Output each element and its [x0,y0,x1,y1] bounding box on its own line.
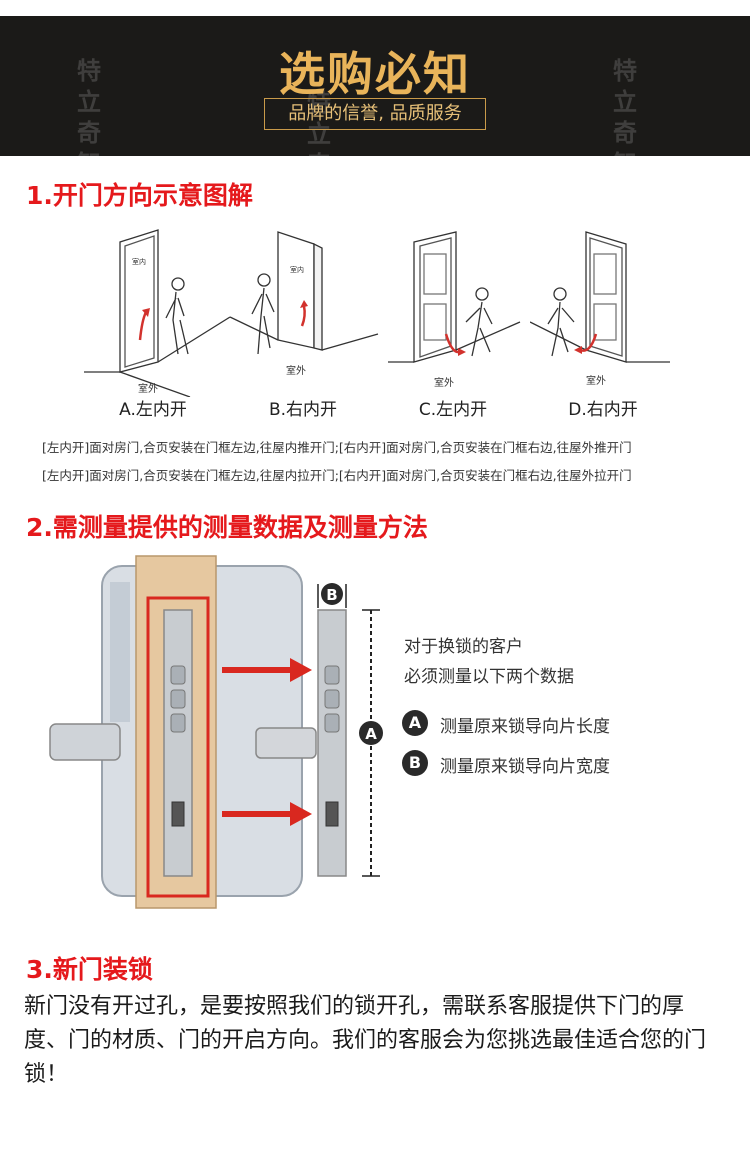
measure-b-text: 测量原来锁导向片宽度 [440,757,610,777]
highlight-box [146,596,210,898]
door-label-b: B.右内开 [268,400,338,420]
measure-b-icon: B [402,750,428,776]
room-in-label-b: 室内 [290,265,304,274]
room-out-label-b: 室外 [286,364,306,377]
page-subtitle: 品牌的信誉, 品质服务 [264,98,486,130]
door-diagram-a: 室内 室外 [84,229,230,397]
room-out-label-c: 室外 [434,376,454,389]
section3-title: 3.新门装锁 [26,955,153,984]
door-label-c: C.左内开 [418,400,488,420]
door-label-d: D.右内开 [568,400,638,420]
room-out-label-a: 室外 [138,382,158,395]
dimension-b-marker [321,583,343,605]
dimension-a-label: A [365,725,377,743]
dimension-a-marker [359,721,383,745]
watermark-center: 特立奇智 [307,89,331,210]
room-out-label-d: 室外 [586,374,606,387]
watermark-right: 特立奇智 [613,57,637,178]
page-title: 选购必知 [279,47,471,101]
handle-left [49,723,121,761]
watermark-left: 特立奇智 [77,57,101,178]
faceplate-standalone [317,609,347,877]
note-line2: 必须测量以下两个数据 [404,667,574,687]
lock-body-edge [110,582,130,722]
door-label-a: A.左内开 [119,400,187,420]
top-strip [0,0,750,17]
note-line1: 对于换锁的客户 [404,637,523,657]
door-diagram-b: 室内 室外 [230,231,379,377]
section2-title: 2.需测量提供的测量数据及测量方法 [26,513,428,542]
dimension-b-label: B [326,586,337,604]
door-diagram-c: 室外 [388,231,521,389]
door-diagram-d: 室外 [530,231,670,387]
faceplate-installed [163,609,193,877]
measure-a-text: 测量原来锁导向片长度 [440,717,610,737]
lock-measurement-diagram: B A [49,555,383,909]
door-description-line2: [左内开]面对房门,合页安装在门框左边,往屋内拉开门;[右内开]面对房门,合页安… [42,468,632,483]
measure-a-icon: A [402,710,428,736]
room-in-label-a: 室内 [132,257,146,266]
handle-right [255,727,317,759]
header-banner: 特立奇智 特立奇智 特立奇智 选购必知 品牌的信誉, 品质服务 [0,16,750,210]
new-door-paragraph: 新门没有开过孔，是要按照我们的锁开孔，需联系客服提供下门的厚度、门的材质、门的开… [24,994,707,1087]
door-description-line1: [左内开]面对房门,合页安装在门框左边,往屋内推开门;[右内开]面对房门,合页安… [42,440,632,455]
section1-title: 1.开门方向示意图解 [26,181,253,210]
